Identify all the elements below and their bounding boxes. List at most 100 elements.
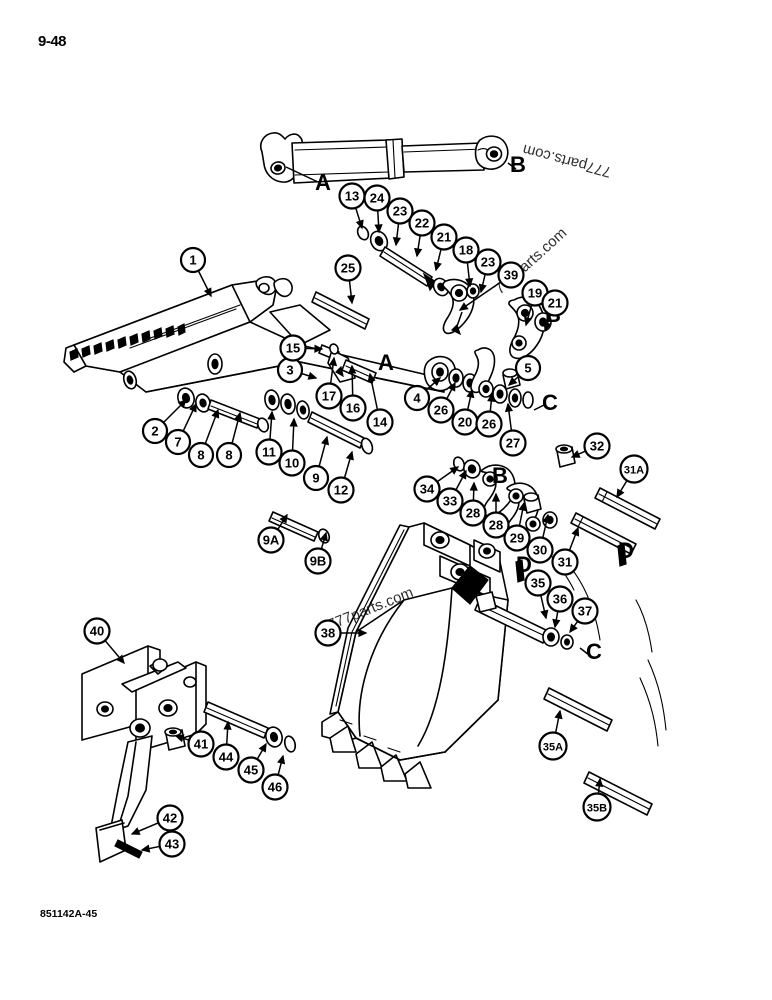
callout-number: 20 (458, 415, 472, 430)
callout-10[interactable]: 10 (278, 449, 306, 477)
callout-9A[interactable]: 9A (257, 526, 285, 554)
callout-arrowhead (234, 411, 243, 422)
callout-circle (315, 382, 343, 410)
callout-35A[interactable]: 35A (538, 731, 568, 761)
callout-arrowhead (487, 392, 496, 402)
callout-36[interactable]: 36 (546, 585, 574, 613)
callout-circle (187, 730, 215, 758)
callout-arrowhead (570, 450, 581, 458)
callout-12[interactable]: 12 (327, 476, 355, 504)
callout-11[interactable]: 11 (255, 438, 283, 466)
reference-letter-d: D (516, 552, 532, 577)
callout-35[interactable]: 35 (524, 569, 552, 597)
callout-circle (582, 792, 612, 822)
callout-21[interactable]: 21 (430, 223, 458, 251)
callout-45[interactable]: 45 (237, 756, 265, 784)
callout-46[interactable]: 46 (261, 773, 289, 801)
callout-arrowhead (189, 402, 197, 413)
callout-31[interactable]: 31 (551, 548, 579, 576)
callout-circle (436, 487, 464, 515)
callout-circle (302, 464, 330, 492)
callout-circle (551, 548, 579, 576)
pin-25 (311, 291, 370, 330)
callout-5[interactable]: 5 (514, 354, 542, 382)
callout-23[interactable]: 23 (386, 197, 414, 225)
callout-31A[interactable]: 31A (619, 454, 649, 484)
callout-41[interactable]: 41 (187, 730, 215, 758)
callout-2[interactable]: 2 (141, 417, 169, 445)
callout-1[interactable]: 1 (179, 246, 207, 274)
callout-circle (538, 731, 568, 761)
callout-44[interactable]: 44 (212, 743, 240, 771)
callout-circle (386, 197, 414, 225)
callout-35B[interactable]: 35B (582, 792, 612, 822)
callout-28[interactable]: 28 (459, 499, 487, 527)
callout-number: 25 (341, 261, 355, 276)
callout-number: 9 (312, 471, 319, 486)
callout-arrowhead (319, 531, 328, 542)
callout-19[interactable]: 19 (521, 279, 549, 307)
callout-25[interactable]: 25 (334, 254, 362, 282)
callout-circle (514, 354, 542, 382)
callout-26[interactable]: 26 (475, 410, 503, 438)
callout-circle (526, 536, 554, 564)
callout-arrowhead (392, 236, 401, 247)
callout-23[interactable]: 23 (474, 248, 502, 276)
callout-number: 33 (443, 494, 457, 509)
callout-circle (475, 410, 503, 438)
callout-21[interactable]: 21 (541, 289, 569, 317)
callout-number: 11 (262, 445, 276, 460)
callout-33[interactable]: 33 (436, 487, 464, 515)
callout-circle (482, 511, 510, 539)
callout-37[interactable]: 37 (571, 597, 599, 625)
callout-8[interactable]: 8 (215, 441, 243, 469)
callout-circle (497, 261, 525, 289)
callout-32[interactable]: 32 (583, 432, 611, 460)
callout-38[interactable]: 38 (314, 619, 342, 647)
callout-15[interactable]: 15 (279, 334, 307, 362)
callout-34[interactable]: 34 (413, 475, 441, 503)
callout-arrowhead (507, 376, 518, 386)
callout-8[interactable]: 8 (187, 441, 215, 469)
callout-42[interactable]: 42 (156, 804, 184, 832)
callout-18[interactable]: 18 (452, 236, 480, 264)
callout-arrowhead (307, 371, 318, 380)
callout-3[interactable]: 3 (276, 356, 304, 384)
callout-9[interactable]: 9 (302, 464, 330, 492)
callout-arrowhead (130, 827, 141, 835)
callout-40[interactable]: 40 (83, 617, 111, 645)
callout-39[interactable]: 39 (497, 261, 525, 289)
callout-27[interactable]: 27 (499, 429, 527, 457)
callout-number: 9B (310, 554, 327, 569)
callout-30[interactable]: 30 (526, 536, 554, 564)
callout-circle (314, 619, 342, 647)
callout-number: 28 (466, 506, 480, 521)
callout-9B[interactable]: 9B (304, 547, 332, 575)
callout-circle (452, 236, 480, 264)
callout-20[interactable]: 20 (451, 408, 479, 436)
callout-16[interactable]: 16 (339, 394, 367, 422)
callout-7[interactable]: 7 (164, 428, 192, 456)
callout-29[interactable]: 29 (503, 524, 531, 552)
callout-26[interactable]: 26 (427, 396, 455, 424)
callout-number: 26 (434, 403, 448, 418)
callout-circle (179, 246, 207, 274)
callout-13[interactable]: 13 (338, 182, 366, 210)
callout-43[interactable]: 43 (158, 830, 186, 858)
callout-4[interactable]: 4 (403, 384, 431, 412)
callout-arrowhead (348, 364, 357, 374)
reference-letter-b: B (492, 463, 508, 488)
callout-number: 5 (524, 361, 531, 376)
callout-circle (327, 476, 355, 504)
reference-letter-c: C (542, 390, 558, 415)
callout-circle (212, 743, 240, 771)
callout-14[interactable]: 14 (366, 408, 394, 436)
callout-17[interactable]: 17 (315, 382, 343, 410)
callout-number: 4 (413, 391, 421, 406)
callout-22[interactable]: 22 (408, 209, 436, 237)
callout-24[interactable]: 24 (363, 184, 391, 212)
callout-28[interactable]: 28 (482, 511, 510, 539)
